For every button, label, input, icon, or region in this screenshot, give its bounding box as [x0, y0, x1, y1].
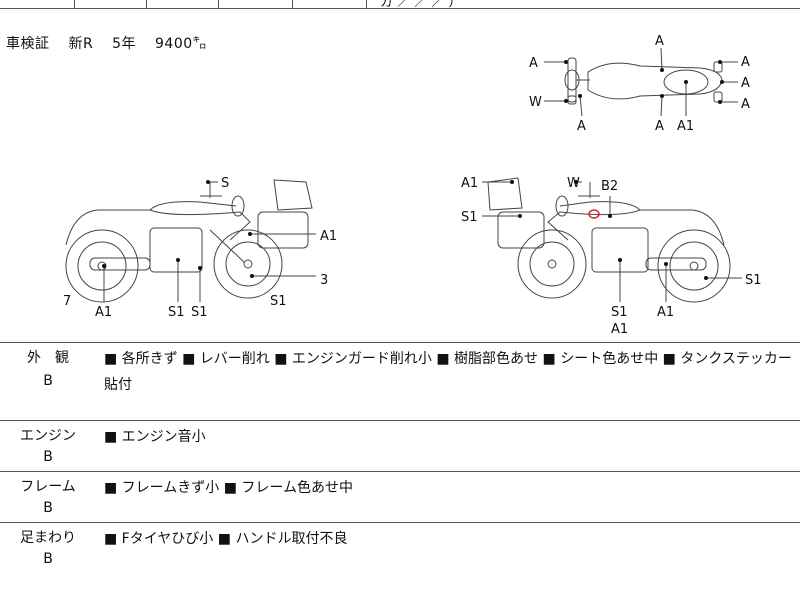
section-notes: ■ フレームきず小 ■ フレーム色あせ中	[104, 480, 353, 496]
damage-diagram-panel: 車検証 新R 5年 9400㌔	[0, 9, 800, 343]
mark-label: A1	[657, 305, 674, 320]
top-view-outline	[564, 57, 723, 105]
section-frame: フレーム B ■ フレームきず小 ■ フレーム色あせ中	[0, 472, 800, 523]
section-label: エンジン	[20, 428, 76, 444]
strip-text: ガ ／ ／ ／ ）	[380, 0, 462, 10]
mark-label: A1	[677, 119, 694, 134]
section-exterior: 外 観 B ■ 各所きず ■ レバー削れ ■ エンジンガード削れ小 ■ 樹脂部色…	[0, 343, 800, 421]
mark-label: A	[655, 34, 664, 49]
mark-label: S1	[611, 305, 628, 320]
vehicle-certificate-line: 車検証 新R 5年 9400㌔	[6, 33, 221, 53]
mark-label: B2	[601, 179, 618, 194]
section-notes: ■ Fタイヤひび小 ■ ハンドル取付不良	[104, 531, 348, 547]
mark-label: A1	[95, 305, 112, 320]
registration-type: 新R	[68, 36, 94, 52]
section-notes: ■ 各所きず ■ レバー削れ ■ エンジンガード削れ小 ■ 樹脂部色あせ ■ シ…	[104, 351, 792, 393]
mark-label: 7	[63, 294, 71, 309]
left-view-outline	[65, 179, 313, 303]
inspection-years: 5年	[112, 36, 137, 52]
section-notes: ■ エンジン音小	[104, 429, 206, 445]
mark-label: S1	[745, 273, 762, 288]
leader-dots	[102, 60, 724, 280]
section-label: 足まわり	[20, 530, 76, 546]
section-grade: B	[43, 373, 53, 389]
mark-label: W	[529, 95, 542, 110]
mark-label: A	[577, 119, 586, 134]
mark-label: A	[741, 55, 750, 70]
mark-label: A	[741, 76, 750, 91]
mark-label: W	[567, 176, 580, 191]
leader-lines	[103, 47, 742, 302]
section-engine: エンジン B ■ エンジン音小	[0, 421, 800, 472]
strip-divider	[146, 0, 147, 8]
motorcycle-diagram: A W A A A A1 A A A S A1 3 7 A1 S1 S1 S1 …	[63, 34, 762, 337]
mark-label: S	[221, 176, 229, 191]
section-label: フレーム	[20, 479, 76, 495]
mark-label: 3	[320, 273, 328, 288]
section-label: 外 観	[27, 350, 69, 366]
strip-divider	[218, 0, 219, 8]
right-view-outline	[487, 177, 731, 303]
header-strip: ガ ／ ／ ／ ）	[0, 0, 800, 10]
mark-label: A1	[320, 229, 337, 244]
section-grade: B	[43, 551, 53, 567]
mark-label: S1	[270, 294, 287, 309]
strip-divider	[292, 0, 293, 8]
section-suspension: 足まわり B ■ Fタイヤひび小 ■ ハンドル取付不良	[0, 523, 800, 600]
mark-label: S1	[191, 305, 208, 320]
section-grade: B	[43, 500, 53, 516]
strip-divider	[366, 0, 367, 8]
mark-label: A	[741, 97, 750, 112]
section-grade: B	[43, 449, 53, 465]
mark-label: S1	[461, 210, 478, 225]
mileage-value: 9400㌔	[155, 36, 208, 52]
strip-divider	[74, 0, 75, 8]
mark-label: A	[655, 119, 664, 134]
mark-label: A1	[611, 322, 628, 337]
mark-label: A1	[461, 176, 478, 191]
mark-label: S1	[168, 305, 185, 320]
damage-highlight-mark	[588, 209, 600, 219]
certificate-label: 車検証	[6, 36, 50, 52]
mark-label: A	[529, 56, 538, 71]
